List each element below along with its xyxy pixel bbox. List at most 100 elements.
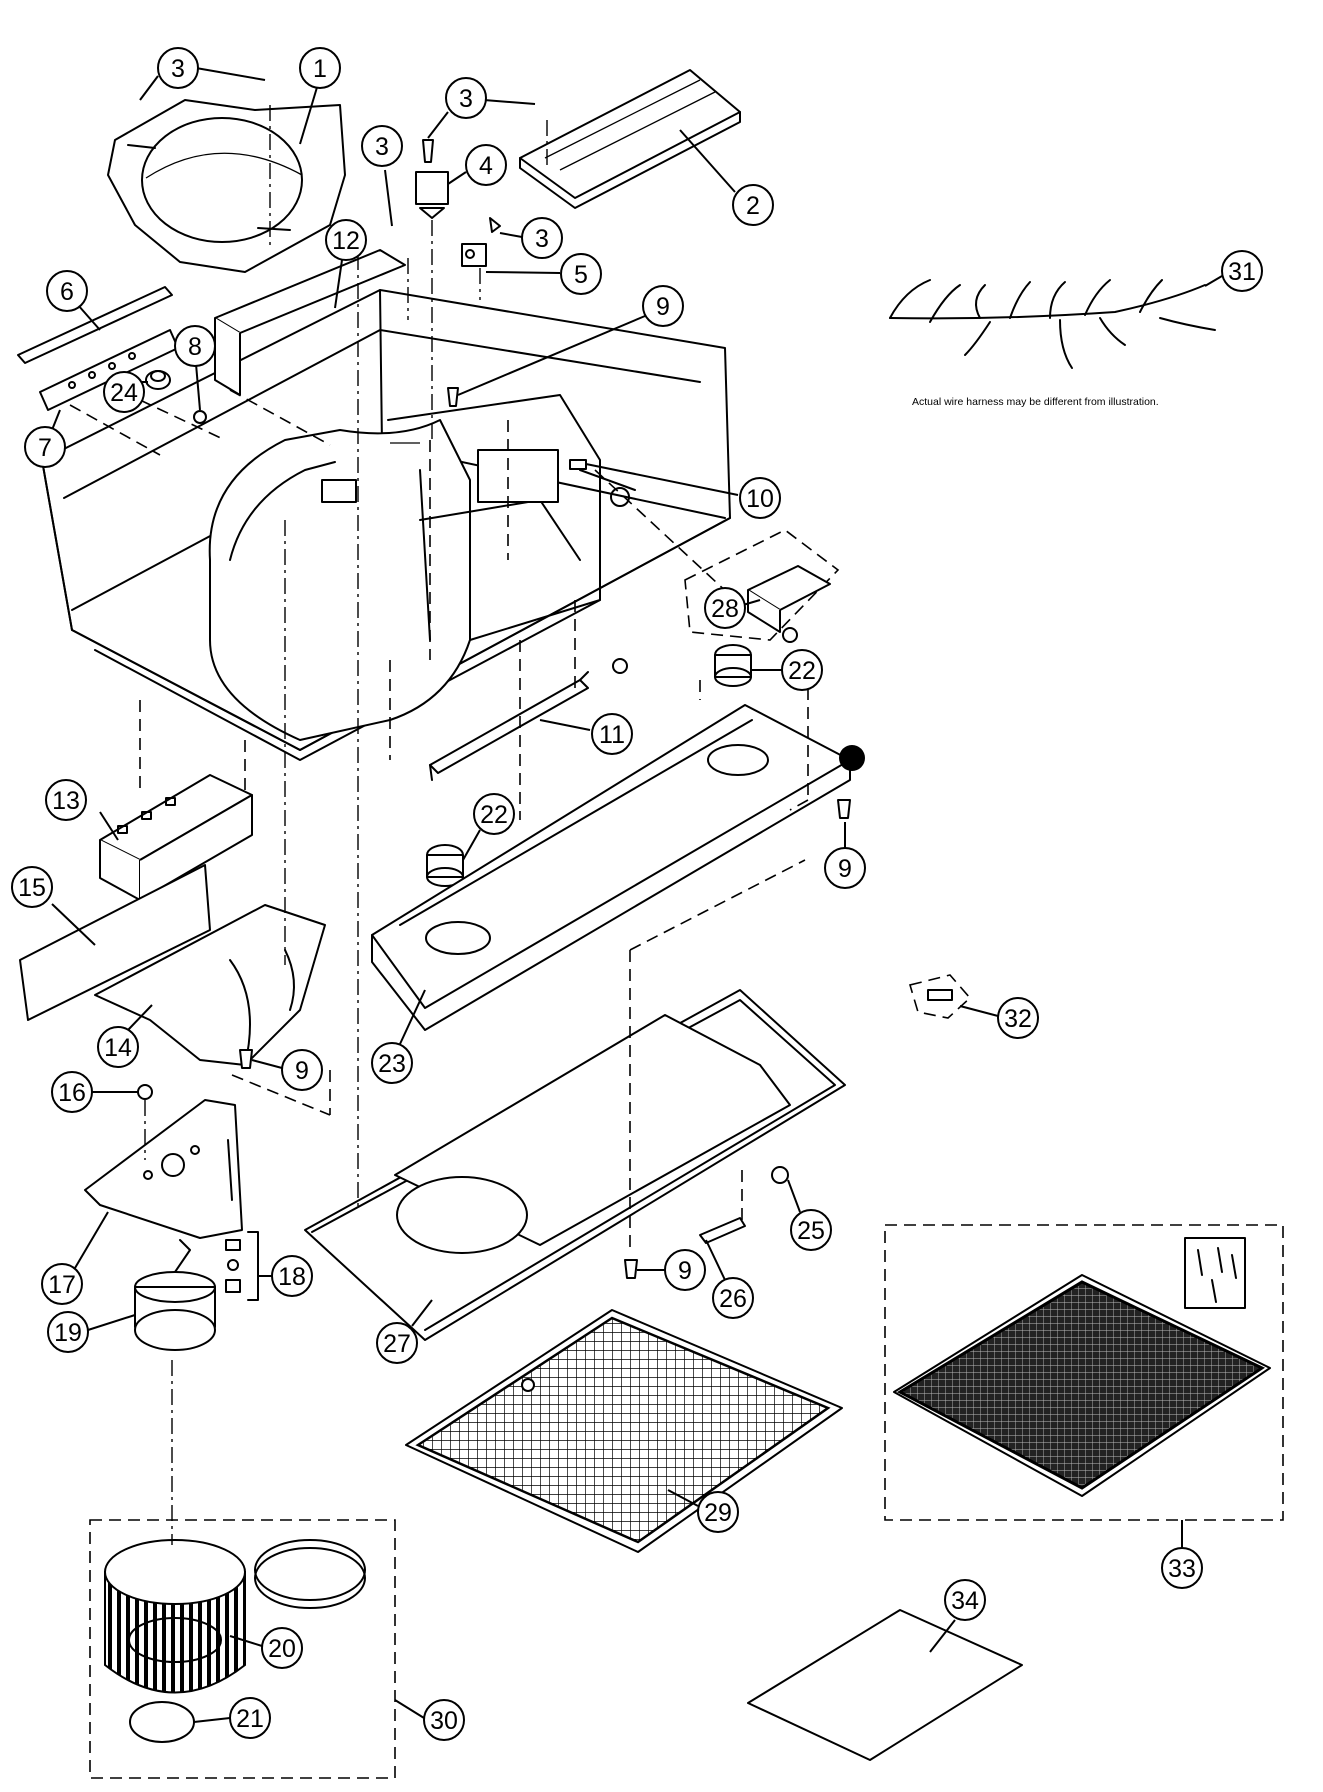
callout-26: 26: [705, 1239, 754, 1319]
svg-text:10: 10: [746, 485, 774, 513]
callout-22b: 22: [462, 793, 515, 861]
part-34-instruction-sheet: [747, 1609, 1023, 1761]
callout-25: 25: [787, 1179, 832, 1251]
svg-text:32: 32: [1004, 1005, 1032, 1033]
svg-text:13: 13: [52, 787, 80, 815]
svg-text:23: 23: [378, 1050, 406, 1078]
svg-text:28: 28: [711, 595, 739, 623]
callout-33: 33: [1161, 1520, 1203, 1589]
callout-20: 20: [229, 1627, 303, 1669]
callout-13: 13: [45, 779, 119, 841]
callout-9d: 9: [637, 1249, 706, 1291]
callout-17: 17: [41, 1211, 109, 1305]
part-16-nut: [137, 1084, 153, 1100]
svg-text:30: 30: [430, 1707, 458, 1735]
svg-text:7: 7: [38, 434, 52, 462]
svg-text:15: 15: [18, 874, 46, 902]
svg-text:20: 20: [268, 1635, 296, 1663]
svg-text:9: 9: [838, 855, 852, 883]
callout-7: 7: [24, 409, 66, 468]
callout-15: 15: [11, 866, 96, 946]
svg-text:11: 11: [599, 721, 625, 749]
callout-30: 30: [394, 1699, 465, 1741]
svg-text:27: 27: [383, 1330, 411, 1358]
part-27-bottom-pan: [304, 989, 846, 1341]
callout-11: 11: [539, 713, 633, 755]
svg-text:9: 9: [656, 293, 670, 321]
svg-text:31: 31: [1228, 258, 1256, 286]
svg-text:9: 9: [295, 1057, 309, 1085]
part-4-receptacle: [415, 139, 449, 219]
part-33-charcoal-filter-kit: [884, 1224, 1284, 1521]
svg-text:3: 3: [171, 55, 185, 83]
callout-10: 10: [585, 463, 781, 519]
svg-text:9: 9: [678, 1257, 692, 1285]
part-30-blower-kit: [89, 1519, 396, 1779]
part-32-fastener: [908, 974, 972, 1019]
svg-text:26: 26: [719, 1285, 747, 1313]
callout-3c: 3: [361, 125, 403, 227]
callout-34: 34: [929, 1579, 986, 1653]
part-15-panel: [19, 864, 211, 1021]
hood-body: [41, 289, 731, 761]
part-25-screw: [771, 1166, 789, 1184]
callout-4: 4: [447, 144, 507, 186]
part-12-panel: [214, 249, 406, 396]
svg-text:3: 3: [375, 133, 389, 161]
callout-6: 6: [46, 270, 101, 331]
callout-12: 12: [325, 219, 367, 309]
svg-text:16: 16: [58, 1079, 86, 1107]
callout-31: 31: [1204, 250, 1263, 292]
svg-text:17: 17: [48, 1271, 76, 1299]
svg-text:5: 5: [574, 261, 588, 289]
callout-29: 29: [667, 1489, 739, 1533]
part-24-knob: [145, 370, 171, 390]
svg-text:22: 22: [788, 657, 816, 685]
part-28-switch-box: [684, 529, 840, 643]
callout-14: 14: [97, 1004, 153, 1068]
callout-9c: 9: [251, 1049, 323, 1091]
part-9-screw-left: [239, 1049, 253, 1069]
part-13-switch-module: [99, 774, 253, 901]
part-19-motor: [134, 1239, 216, 1351]
svg-text:33: 33: [1168, 1555, 1196, 1583]
callout-23: 23: [371, 989, 426, 1084]
svg-text:34: 34: [951, 1587, 979, 1615]
part-23-lamp-panel: [371, 704, 865, 1031]
part-31-wire-harness: [889, 279, 1216, 369]
svg-text:8: 8: [188, 333, 202, 361]
callout-3d: 3: [499, 217, 563, 259]
part-22-lamp-socket-right: [714, 644, 752, 687]
callout-24: 24: [103, 371, 148, 413]
part-1-duct-plate: [107, 99, 346, 273]
part-9-screw-right: [837, 799, 851, 819]
svg-text:12: 12: [332, 227, 360, 255]
callout-2: 2: [679, 129, 774, 226]
callout-3a: 3: [139, 47, 266, 101]
wire-harness-note: Actual wire harness may be different fro…: [912, 396, 1159, 408]
svg-text:25: 25: [797, 1217, 825, 1245]
part-11-bracket: [429, 658, 628, 781]
callout-19: 19: [47, 1311, 136, 1353]
callout-22a: 22: [751, 649, 823, 691]
svg-text:19: 19: [54, 1319, 82, 1347]
callout-1: 1: [299, 47, 341, 145]
callout-3b: 3: [427, 77, 536, 139]
part-10-clip: [569, 459, 587, 470]
part-18-mount-kit: [225, 1231, 259, 1301]
svg-text:3: 3: [459, 85, 473, 113]
callout-21: 21: [193, 1697, 271, 1739]
callout-16: 16: [51, 1071, 138, 1113]
part-26-clip: [699, 1217, 746, 1244]
part-9-screw-top: [447, 387, 459, 407]
svg-text:6: 6: [60, 278, 74, 306]
callout-9b: 9: [824, 822, 866, 889]
alignment-lines: [69, 105, 809, 1545]
callout-9a: 9: [457, 285, 684, 396]
svg-text:21: 21: [236, 1705, 264, 1733]
svg-text:14: 14: [104, 1034, 132, 1062]
part-5-capacitor-bracket: [461, 217, 501, 267]
callout-27: 27: [376, 1299, 433, 1364]
callout-32: 32: [959, 997, 1039, 1039]
svg-text:3: 3: [535, 225, 549, 253]
